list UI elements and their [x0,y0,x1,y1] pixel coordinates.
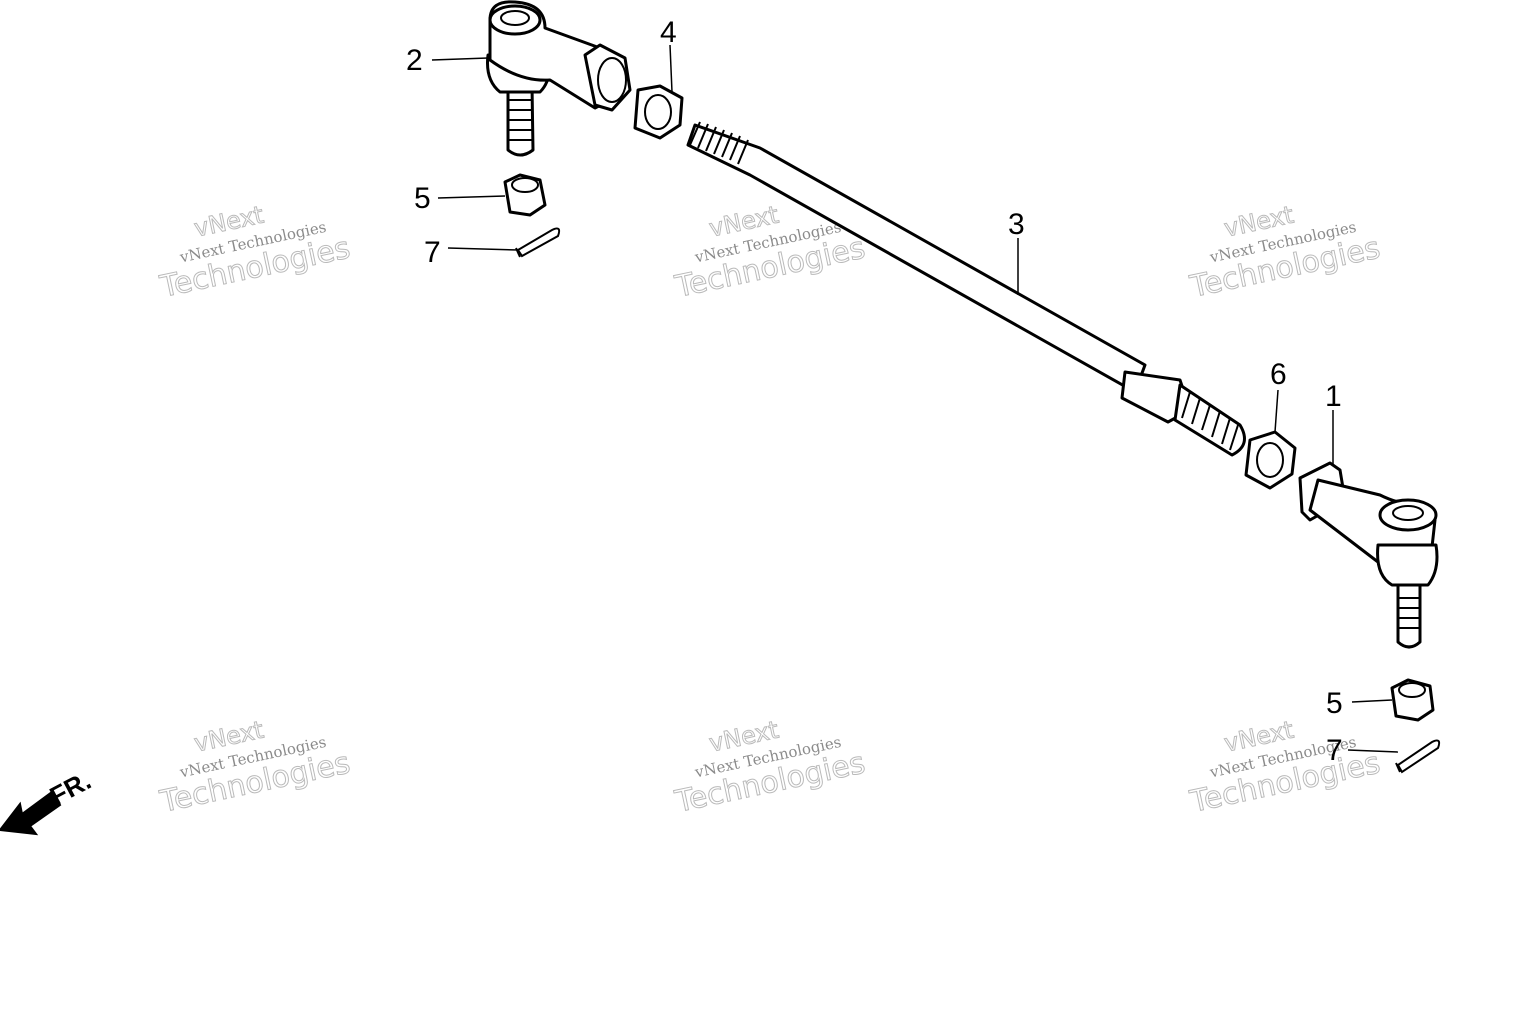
callout-3: 3 [1008,208,1025,241]
watermark-group-5: vNext vNext Technologies Technologies [671,715,869,820]
callout-7-right: 7 [1326,734,1343,767]
watermark-group-6: vNext vNext Technologies Technologies [1186,715,1384,820]
front-arrow-icon [0,790,62,836]
callout-5-left: 5 [414,182,431,215]
front-direction-indicator: FR. [0,765,96,836]
tie-rod-end-right [1298,461,1439,649]
callout-numbers: 1 2 3 4 5 5 6 7 7 [406,16,1343,767]
watermark-group-4: vNext vNext Technologies Technologies [156,715,354,820]
cotter-pin-right [1395,739,1441,774]
lock-nut-left [633,84,684,140]
castle-nut-left [503,173,547,217]
lock-nut-right [1244,430,1297,490]
callout-4: 4 [660,16,677,49]
tie-rod-end-left [486,0,632,157]
cotter-pin-left [515,227,561,258]
castle-nut-right [1390,678,1435,722]
callout-2: 2 [406,44,423,77]
callout-5-right: 5 [1326,687,1343,720]
tie-rod [686,121,1246,457]
watermark-group-3: vNext vNext Technologies Technologies [1186,200,1384,305]
callout-7-left: 7 [424,236,441,269]
callout-6: 6 [1270,358,1287,391]
leader-lines [431,44,1399,753]
callout-1: 1 [1325,380,1342,413]
watermark-group-1: vNext vNext Technologies Technologies [156,200,354,305]
